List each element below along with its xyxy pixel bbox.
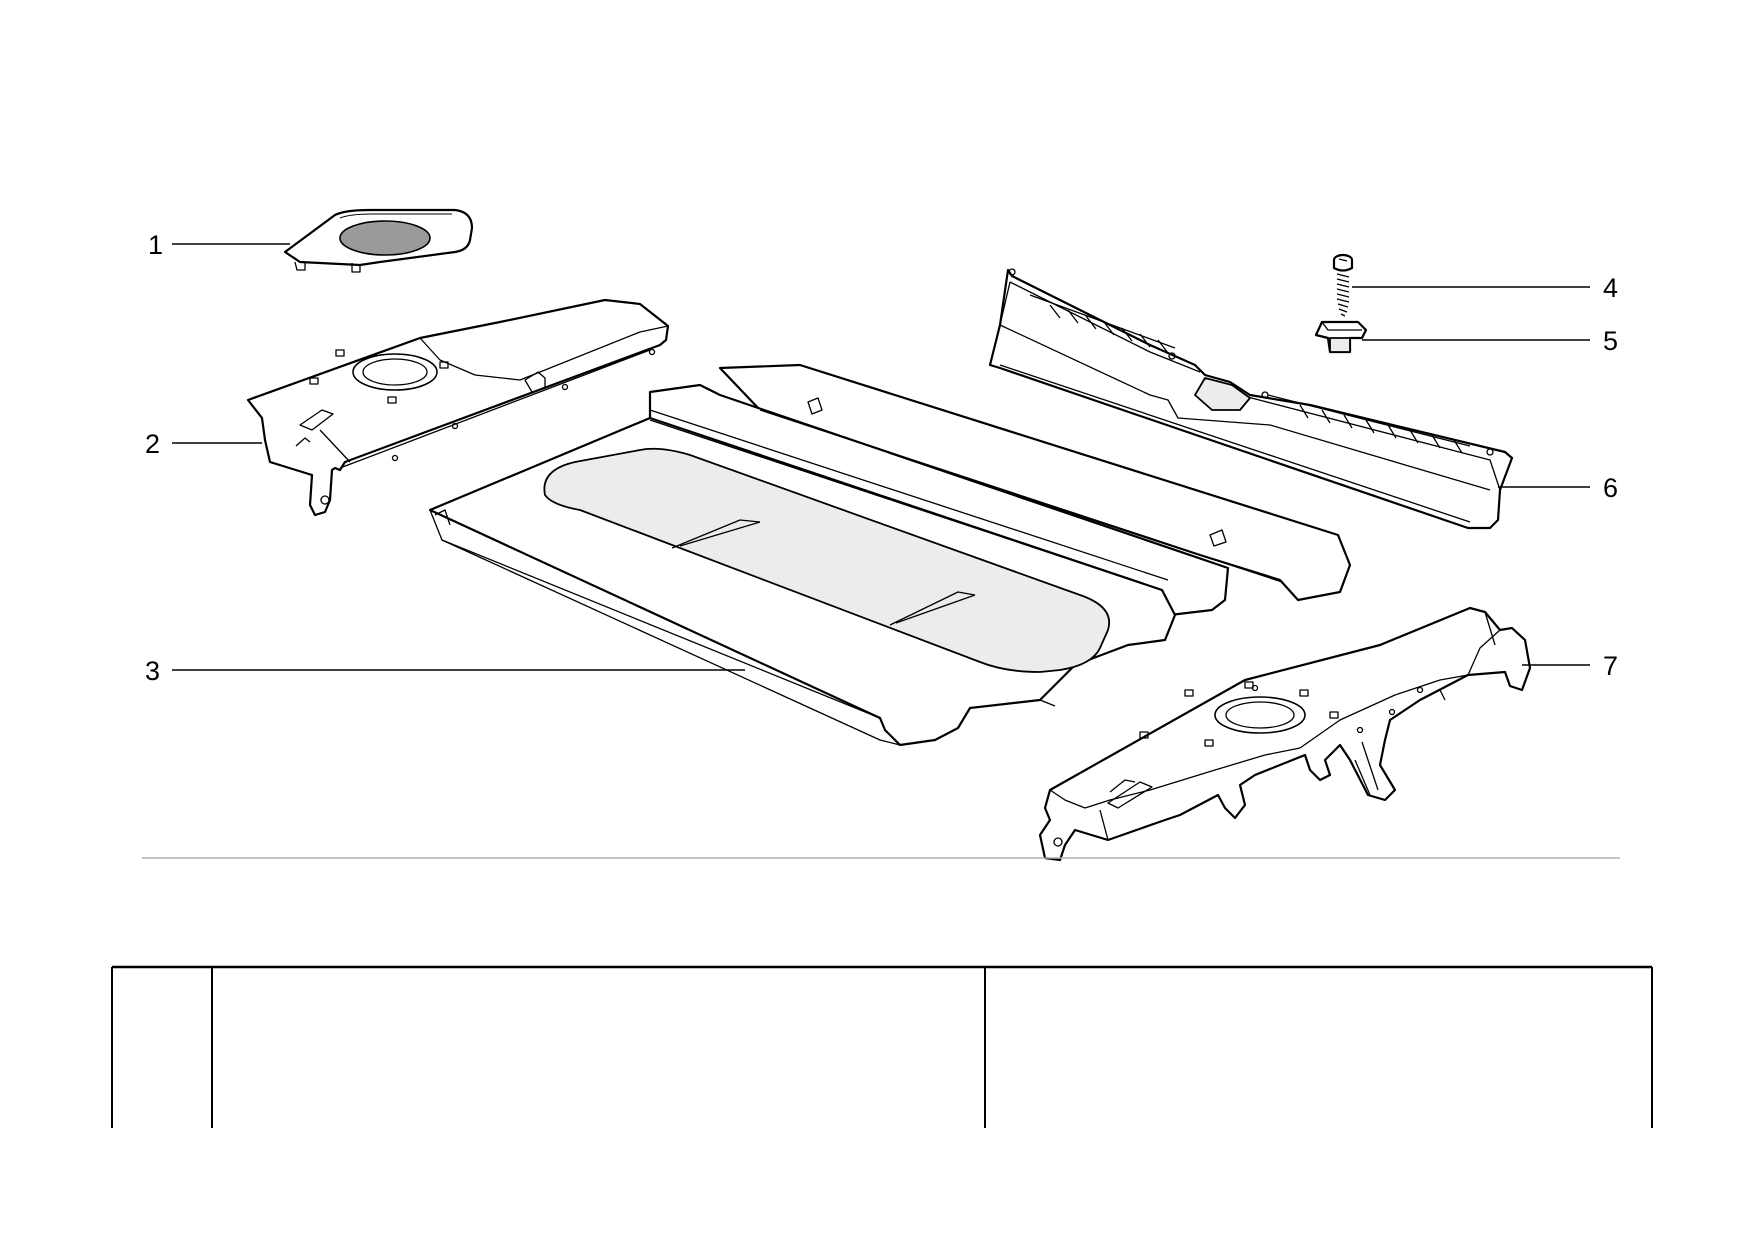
part-6-rear-trim-panel[interactable]	[988, 268, 1514, 530]
callout-4[interactable]: 4	[1603, 273, 1618, 303]
callout-leaders	[172, 243, 1590, 671]
callout-6[interactable]: 6	[1603, 473, 1618, 503]
rib-pattern-left	[1049, 304, 1169, 354]
screw-thread	[1336, 273, 1350, 317]
callout-5[interactable]: 5	[1603, 326, 1618, 356]
part-4-screw[interactable]	[1332, 253, 1354, 317]
callout-3[interactable]: 3	[145, 656, 160, 686]
part-1-speaker-grille-cover[interactable]	[283, 208, 474, 273]
parts-table	[111, 965, 1653, 1128]
part-2-left-speaker-bracket[interactable]	[246, 298, 670, 517]
callout-1[interactable]: 1	[148, 230, 163, 260]
part-3-rear-parcel-shelf[interactable]	[428, 363, 1352, 747]
callout-7[interactable]: 7	[1603, 651, 1618, 681]
part-7-right-speaker-bracket[interactable]	[1038, 606, 1532, 862]
part-5-clip[interactable]	[1314, 320, 1368, 354]
callout-numbers: 1 2 3 4 5 6 7	[145, 230, 1618, 686]
rib-pattern-right	[1299, 404, 1463, 454]
callout-2[interactable]: 2	[145, 429, 160, 459]
grille-mesh	[339, 220, 431, 256]
